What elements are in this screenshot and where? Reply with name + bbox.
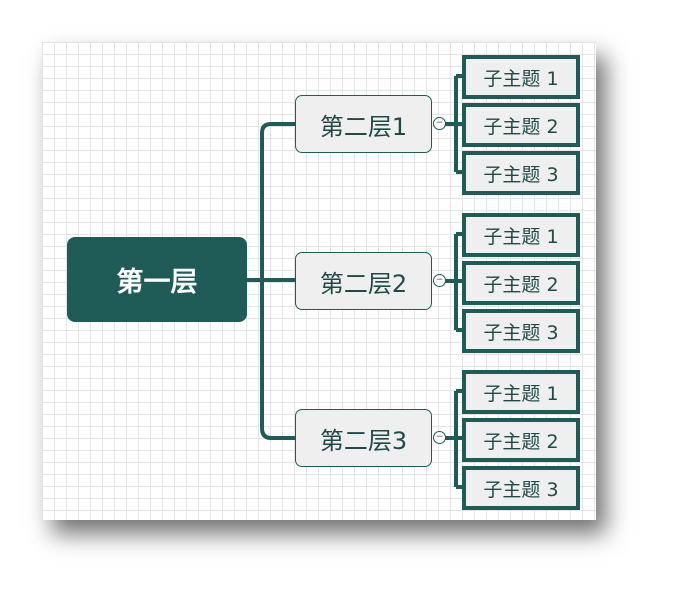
- subtopic[interactable]: 子主题 1: [462, 213, 580, 257]
- root-topic[interactable]: 第一层: [67, 237, 247, 322]
- branch-topic-2[interactable]: 第二层2: [295, 252, 432, 310]
- collapse-icon[interactable]: −: [433, 274, 446, 287]
- collapse-icon[interactable]: −: [433, 431, 446, 444]
- connector-root: [247, 122, 295, 440]
- subtopic[interactable]: 子主题 2: [462, 103, 580, 147]
- subtopic[interactable]: 子主题 3: [462, 466, 580, 510]
- branch-topic-3[interactable]: 第二层3: [295, 409, 432, 467]
- subtopic[interactable]: 子主题 1: [462, 370, 580, 414]
- subtopic[interactable]: 子主题 3: [462, 151, 580, 195]
- subtopic[interactable]: 子主题 2: [462, 418, 580, 462]
- subtopic[interactable]: 子主题 2: [462, 261, 580, 305]
- subtopic[interactable]: 子主题 3: [462, 309, 580, 353]
- collapse-icon[interactable]: −: [433, 117, 446, 130]
- connector-branch-2: [444, 232, 462, 332]
- branch-topic-1[interactable]: 第二层1: [295, 95, 432, 153]
- connector-branch-3: [444, 389, 462, 489]
- subtopic[interactable]: 子主题 1: [462, 55, 580, 99]
- connector-branch-1: [444, 74, 462, 174]
